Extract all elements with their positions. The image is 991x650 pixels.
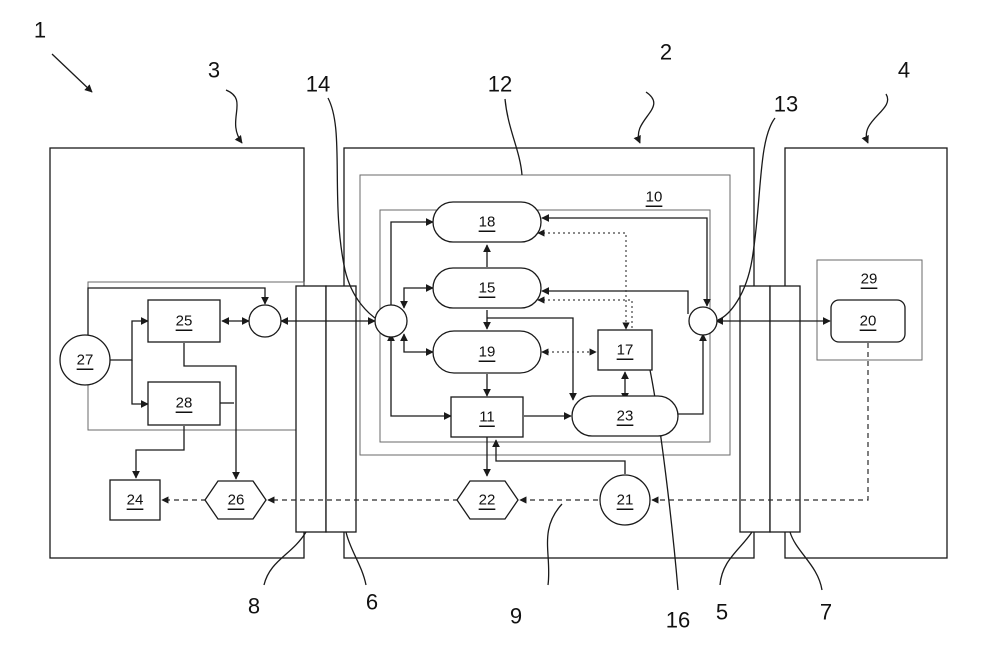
link-junction-18 xyxy=(391,222,433,308)
right-unit-frame xyxy=(785,148,947,558)
block-17-label: 17 xyxy=(617,342,634,359)
leader-7 xyxy=(790,532,822,590)
ref-6: 6 xyxy=(366,590,378,615)
interface-8-strip xyxy=(296,286,326,532)
dotted-15-17 xyxy=(538,300,632,329)
block-15-label: 15 xyxy=(479,280,496,297)
block-24-label: 24 xyxy=(127,492,144,509)
link-junction-15 xyxy=(404,288,433,308)
link-18-right-junction xyxy=(542,218,707,306)
ref-14: 14 xyxy=(306,72,330,97)
leader-1 xyxy=(52,54,92,92)
block-29-label: 29 xyxy=(861,271,878,288)
link-27-28 xyxy=(132,360,148,404)
center-right-junction-circle xyxy=(689,307,717,335)
center-left-junction-circle xyxy=(375,305,407,337)
block-22-label: 22 xyxy=(479,492,496,509)
link-junction-19 xyxy=(404,334,433,352)
link-27-25 xyxy=(108,321,148,360)
leader-9 xyxy=(548,504,563,585)
block-11-label: 11 xyxy=(479,409,495,426)
ref-5: 5 xyxy=(716,600,728,625)
leader-12 xyxy=(505,99,522,175)
interface-7-strip xyxy=(770,286,800,532)
leader-4 xyxy=(866,94,887,143)
block-26-label: 26 xyxy=(228,492,245,509)
link-28-24 xyxy=(136,426,184,478)
block-18-label: 18 xyxy=(479,214,496,231)
dotted-18-17 xyxy=(538,233,626,329)
block-27-label: 27 xyxy=(77,352,94,369)
ref-2: 2 xyxy=(660,40,672,65)
ref-8: 8 xyxy=(248,594,260,619)
link-15-right-junction xyxy=(542,291,688,314)
block-20-label: 20 xyxy=(860,313,877,330)
leader-2 xyxy=(638,92,653,143)
ref-16: 16 xyxy=(666,608,690,633)
module-10-label: 10 xyxy=(646,189,663,206)
ref-12: 12 xyxy=(488,72,512,97)
ref-3: 3 xyxy=(208,58,220,83)
block-28-label: 28 xyxy=(176,395,193,412)
link-21-11 xyxy=(496,440,625,474)
block-25-label: 25 xyxy=(176,313,193,330)
link-23-right-junction xyxy=(678,334,703,414)
ref-4: 4 xyxy=(898,58,910,83)
ref-9: 9 xyxy=(510,604,522,629)
interface-5-strip xyxy=(740,286,770,532)
block-21-label: 21 xyxy=(617,492,634,509)
leader-3 xyxy=(226,90,242,143)
interface-6-strip xyxy=(326,286,356,532)
ref-7: 7 xyxy=(820,600,832,625)
block-23-label: 23 xyxy=(617,408,634,425)
left-junction-circle xyxy=(249,305,281,337)
block-19-label: 19 xyxy=(479,344,496,361)
ref-13: 13 xyxy=(774,92,798,117)
ref-1: 1 xyxy=(34,18,46,43)
